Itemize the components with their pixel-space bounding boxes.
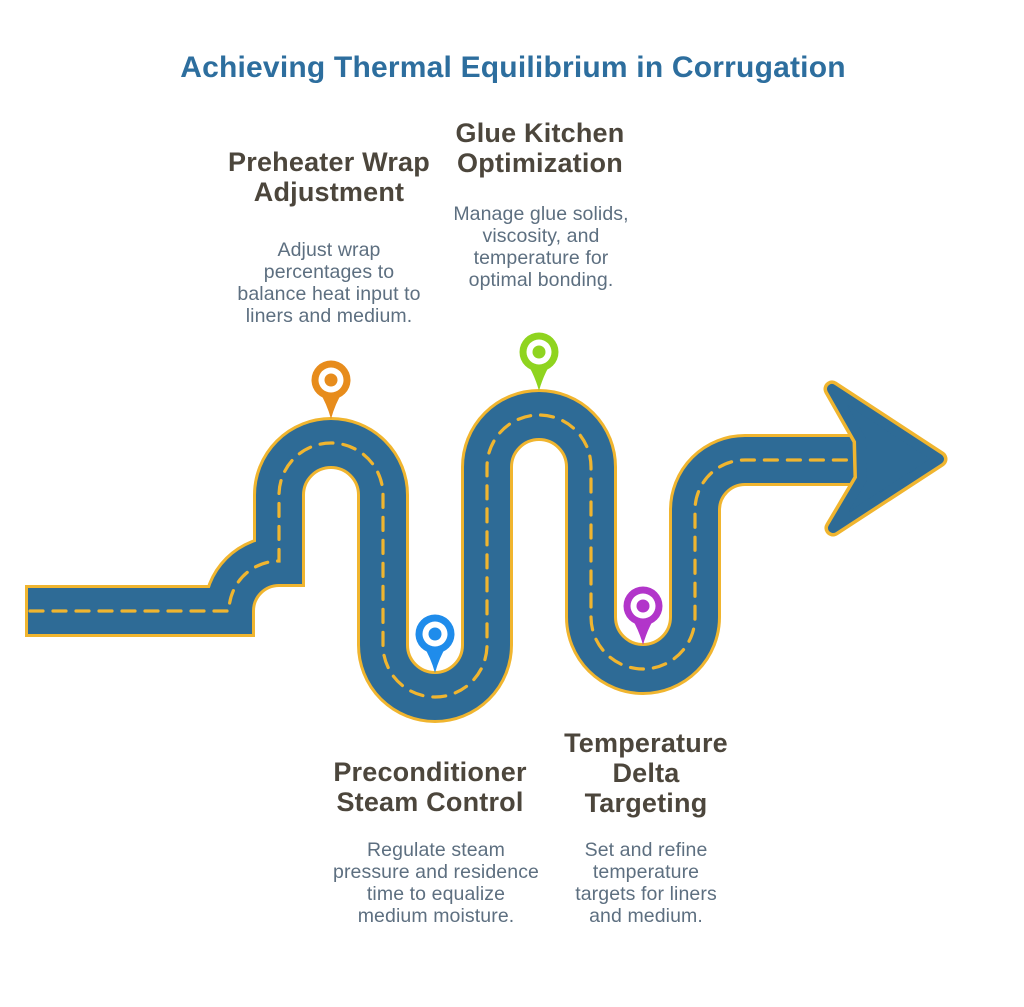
infographic-title: Achieving Thermal Equilibrium in Corruga… [180,51,846,84]
road-surface [28,392,858,720]
arrow-head-icon [823,380,948,537]
milestone-heading-preheater-wrap-adjustment: Preheater Wrap Adjustment [228,147,430,207]
milestone-heading-temperature-delta-targeting: Temperature Delta Targeting [564,728,728,818]
pin-purple-icon [623,586,663,645]
road-center-dashed-line [28,413,851,699]
pin-orange-icon [311,360,351,419]
milestone-description-preheater-wrap-adjustment: Adjust wrap percentages to balance heat … [237,239,421,327]
milestone-description-preconditioner-steam-control: Regulate steam pressure and residence ti… [333,839,539,927]
milestone-description-temperature-delta-targeting: Set and refine temperature targets for l… [575,839,717,927]
milestone-description-glue-kitchen-optimization: Manage glue solids, viscosity, and tempe… [453,203,629,291]
milestone-heading-glue-kitchen-optimization: Glue Kitchen Optimization [455,118,625,178]
milestone-heading-preconditioner-steam-control: Preconditioner Steam Control [333,757,527,817]
pin-blue-icon [415,614,455,673]
pin-green-icon [519,332,559,391]
